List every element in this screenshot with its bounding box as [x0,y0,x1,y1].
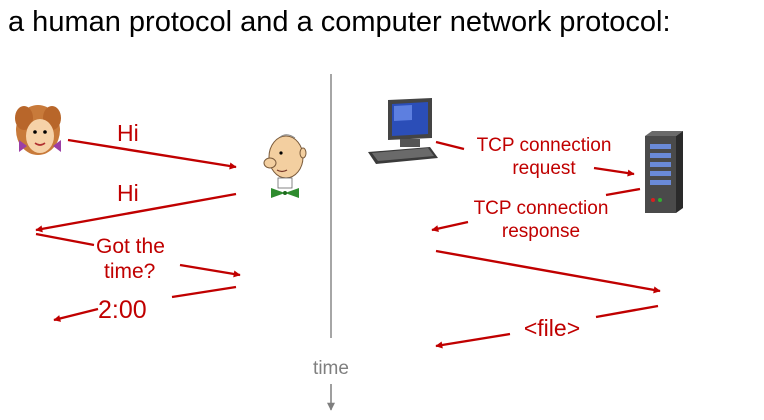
woman-face-icon [15,105,61,155]
arrow-tcp-response-left [431,220,469,233]
tcp-response-line1: TCP connection [474,198,609,219]
msg-hi-1: Hi [117,120,139,146]
arrow-file-right [595,304,659,319]
arrow-file-left [435,332,511,349]
tcp-request-line2: request [512,158,576,179]
arrow-2-00-right [171,285,237,299]
msg-hi-2: Hi [117,180,139,206]
arrow-got-the-time-left [35,232,95,247]
arrow-get-file [435,249,661,294]
arrow-hi-reply [35,192,237,233]
arrow-got-the-time-right [179,263,241,278]
man-face-icon [263,134,307,198]
arrow-2-00-left [53,307,99,322]
arrow-hi-to-man [67,138,237,170]
tcp-request-line1: TCP connection [477,135,612,156]
time-label: time [313,358,349,379]
server-icon [645,131,683,213]
slide-title: a human protocol and a computer network … [8,6,671,38]
tcp-response-line2: response [502,221,580,242]
msg-2-00: 2:00 [98,296,147,324]
msg-got-the-time-line2: time? [104,260,155,283]
arrow-tcp-response-right [605,187,641,197]
arrow-tcp-request-left [435,140,465,151]
arrow-tcp-request-right [593,166,635,177]
msg-got-the-time-line1: Got the [96,235,165,258]
desktop-computer-icon [368,98,438,164]
file-label: <file> [524,315,580,341]
